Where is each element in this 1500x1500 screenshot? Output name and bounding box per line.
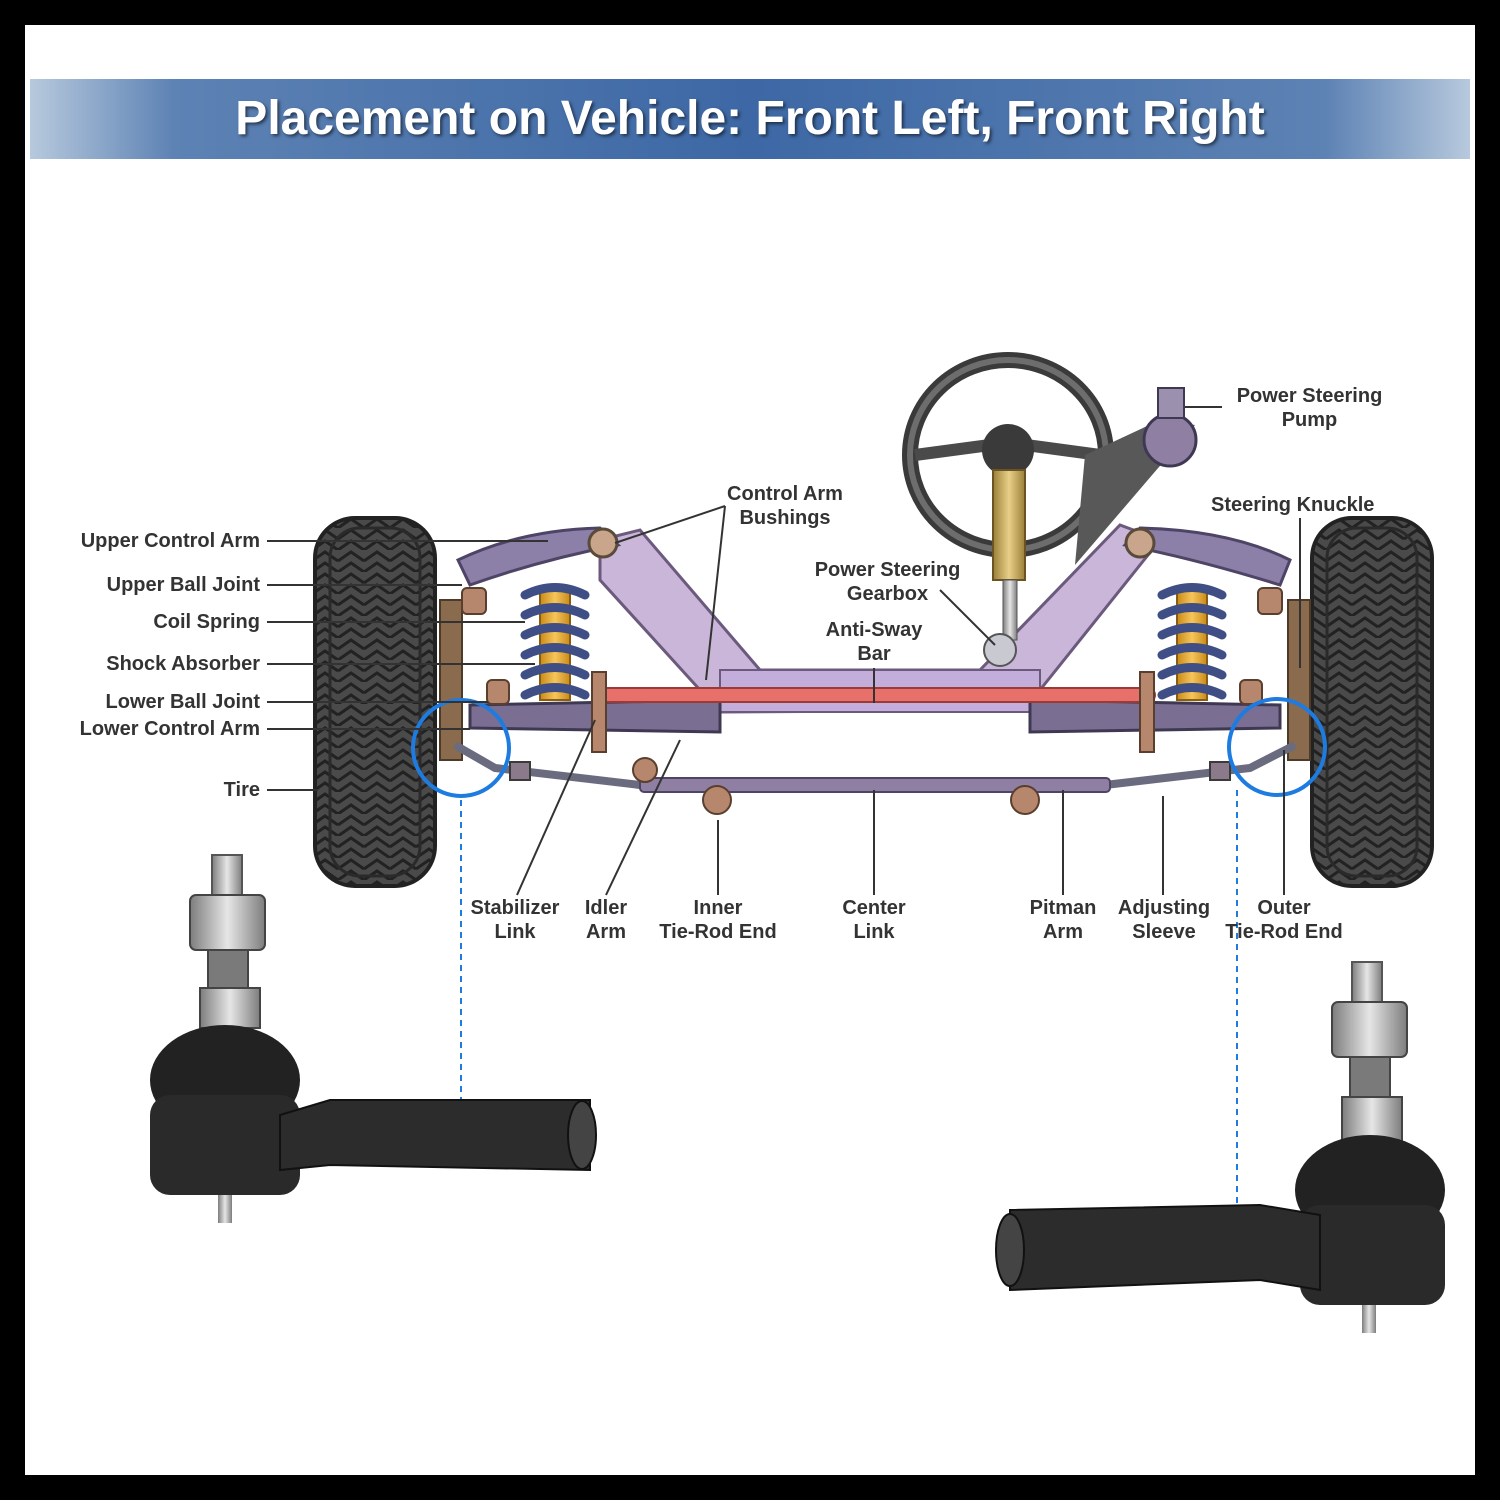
label-anti-sway-bar-line1: Anti-Sway	[825, 619, 923, 641]
highlight-circle-left	[411, 698, 511, 798]
label-power-steering-pump-line1: Power Steering	[1236, 385, 1383, 407]
highlight-circle-right	[1227, 697, 1327, 797]
label-pitman-arm-line1: Pitman	[1029, 897, 1097, 919]
pitman-arm	[1010, 785, 1040, 815]
upper-ball-joint-right	[1257, 587, 1283, 615]
adjusting-sleeve-left	[509, 761, 531, 781]
tie-rod-end-product-right	[995, 961, 1445, 1333]
label-power-steering-pump: Power Steering Pump	[1222, 384, 1397, 432]
steering-column	[992, 469, 1026, 581]
tie-rod-right	[1104, 741, 1297, 789]
label-outer-tie-rod-end-line1: Outer	[1257, 897, 1311, 919]
label-idler-arm-line2: Arm	[585, 921, 626, 943]
coil-spring-right	[1157, 583, 1227, 701]
coil-spring-left	[520, 583, 590, 701]
label-shock-absorber: Shock Absorber	[106, 653, 260, 675]
lower-ball-joint-right	[1239, 679, 1263, 705]
idler-arm	[632, 757, 658, 783]
label-adjusting-sleeve-line1: Adjusting	[1117, 897, 1211, 919]
label-power-steering-gearbox-line1: Power Steering	[814, 559, 961, 581]
steering-shaft	[1002, 579, 1018, 641]
label-lower-ball-joint: Lower Ball Joint	[105, 691, 260, 713]
label-control-arm-bushings-line1: Control Arm	[727, 483, 843, 505]
label-stabilizer-link: Stabilizer Link	[460, 896, 570, 944]
label-control-arm-bushings: Control Arm Bushings	[700, 482, 870, 530]
adjusting-sleeve-right	[1209, 761, 1231, 781]
bushing-left	[587, 527, 619, 559]
label-pitman-arm: Pitman Arm	[1018, 896, 1108, 944]
upper-ball-joint-left	[461, 587, 487, 615]
power-steering-pump	[1075, 387, 1198, 565]
label-anti-sway-bar: Anti-Sway Bar	[809, 618, 939, 666]
label-outer-tie-rod-end: Outer Tie-Rod End	[1214, 896, 1354, 944]
label-power-steering-pump-line2: Pump	[1281, 409, 1338, 431]
label-adjusting-sleeve-line2: Sleeve	[1132, 921, 1196, 943]
label-inner-tie-rod-end-line2: Tie-Rod End	[659, 921, 777, 943]
lower-ball-joint-left	[486, 679, 510, 705]
label-power-steering-gearbox: Power Steering Gearbox	[800, 558, 975, 606]
steering-knuckle-left	[439, 599, 463, 761]
label-stabilizer-link-line1: Stabilizer	[470, 897, 560, 919]
stabilizer-link-right	[1139, 671, 1155, 753]
label-pitman-arm-line2: Arm	[1042, 921, 1083, 943]
label-center-link: Center Link	[824, 896, 924, 944]
label-control-arm-bushings-line2: Bushings	[739, 507, 831, 529]
label-center-link-line2: Link	[853, 921, 895, 943]
tire-right	[1310, 516, 1434, 888]
leader-lines	[267, 406, 1301, 896]
inner-tie-rod-left	[702, 785, 732, 815]
label-steering-knuckle: Steering Knuckle	[1211, 494, 1375, 516]
steering-knuckle-right	[1287, 599, 1311, 761]
label-lower-control-arm: Lower Control Arm	[79, 718, 260, 740]
label-outer-tie-rod-end-line2: Tie-Rod End	[1225, 921, 1343, 943]
label-anti-sway-bar-line2: Bar	[857, 643, 891, 665]
label-power-steering-gearbox-line2: Gearbox	[846, 583, 929, 605]
label-inner-tie-rod-end: Inner Tie-Rod End	[648, 896, 788, 944]
bushing-right	[1124, 527, 1156, 559]
label-center-link-line1: Center	[842, 897, 906, 919]
tie-rod-end-product-left	[150, 854, 597, 1223]
label-upper-control-arm: Upper Control Arm	[80, 530, 260, 552]
tie-rod-left	[453, 741, 641, 789]
label-coil-spring: Coil Spring	[153, 611, 260, 633]
label-adjusting-sleeve: Adjusting Sleeve	[1108, 896, 1220, 944]
label-inner-tie-rod-end-line1: Inner	[693, 897, 743, 919]
label-idler-arm-line1: Idler	[584, 897, 628, 919]
banner-title: Placement on Vehicle: Front Left, Front …	[235, 92, 1265, 145]
label-idler-arm: Idler Arm	[571, 896, 641, 944]
label-tire: Tire	[223, 779, 260, 801]
label-stabilizer-link-line2: Link	[494, 921, 536, 943]
label-upper-ball-joint: Upper Ball Joint	[106, 574, 260, 596]
title-banner: Placement on Vehicle: Front Left, Front …	[30, 79, 1470, 159]
stabilizer-link-left	[591, 671, 607, 753]
